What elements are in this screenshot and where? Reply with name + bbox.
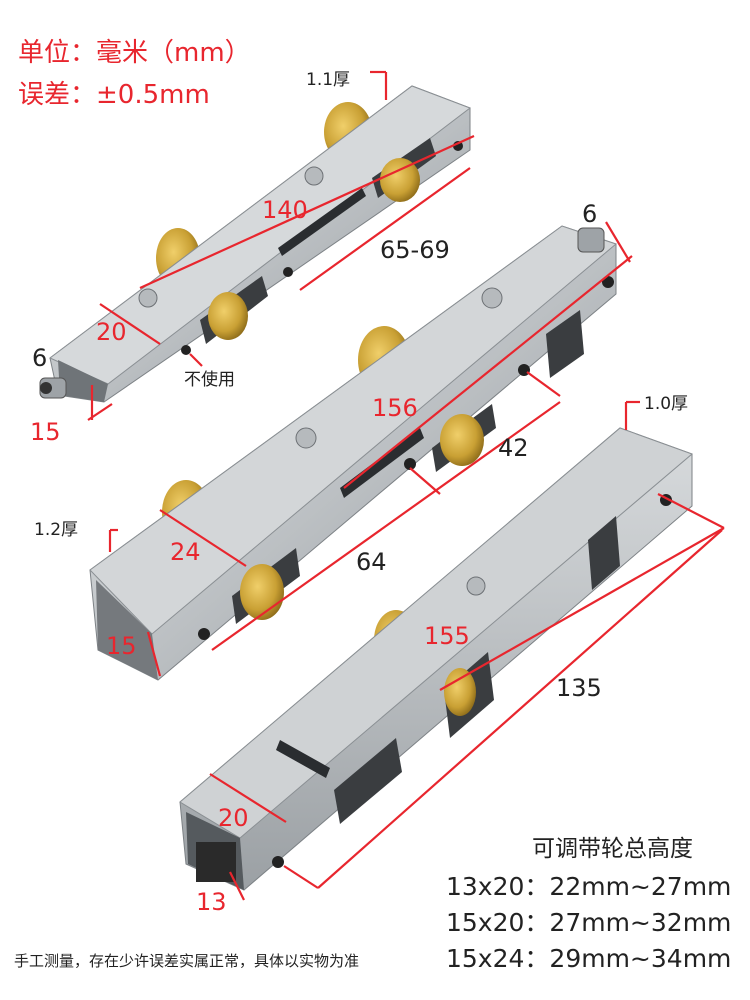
- r2-length-label: 156: [372, 394, 418, 422]
- brass-wheel: [208, 292, 248, 340]
- wheel-window: [334, 738, 402, 824]
- slot: [276, 740, 330, 778]
- r1-thickness-label: 1.1厚: [306, 70, 351, 90]
- r2-hole-spacing-label: 42: [498, 434, 529, 462]
- r2-axle-label: 6: [582, 200, 598, 228]
- r3-thickness-label: 1.0厚: [644, 394, 689, 414]
- r3-spacing-label: 135: [556, 674, 602, 702]
- brass-wheel: [444, 668, 476, 716]
- hole: [181, 345, 191, 355]
- r1-axle-label: 6: [32, 344, 48, 372]
- r2-thickness-label: 1.2厚: [34, 520, 79, 540]
- r1-hole-spacing-label: 65-69: [380, 236, 450, 264]
- r1-width-label: 20: [96, 318, 127, 346]
- brass-wheel: [440, 414, 484, 466]
- roller-3: [179, 427, 693, 891]
- r1-unused-label: 不使用: [184, 370, 235, 390]
- axle-end: [40, 382, 52, 394]
- tolerance-label: 误差：±0.5mm: [18, 80, 210, 110]
- rivet: [466, 576, 486, 596]
- r1-length-label: 140: [262, 196, 308, 224]
- footer-note: 手工测量，存在少许误差实属正常，具体以实物为准: [14, 952, 360, 970]
- brass-wheel: [240, 564, 284, 620]
- r3-height-label: 13: [196, 888, 227, 916]
- r2-height-label: 15: [106, 632, 137, 660]
- hole: [198, 628, 210, 640]
- rivet: [295, 427, 317, 449]
- roller-top-face: [179, 427, 693, 839]
- hole: [272, 856, 284, 868]
- roller-end: [58, 360, 108, 402]
- rivet: [138, 288, 158, 308]
- rivet: [304, 166, 324, 186]
- hole: [404, 458, 416, 470]
- slot: [278, 188, 366, 256]
- unit-label: 单位：毫米（mm）: [18, 38, 251, 68]
- roller-end: [96, 580, 158, 680]
- rivet: [481, 287, 503, 309]
- r3-length-label: 155: [424, 622, 470, 650]
- hole: [283, 267, 293, 277]
- spec-row-13x20: 13x20：22mm~27mm: [446, 872, 732, 901]
- end-cap: [196, 842, 236, 882]
- slot: [340, 428, 424, 498]
- roller-2: [89, 225, 618, 681]
- wheel-window: [588, 516, 620, 590]
- r3-width-label: 20: [218, 804, 249, 832]
- r2-width-label: 24: [170, 538, 201, 566]
- r2-spacing-label: 64: [356, 548, 387, 576]
- spec-row-15x20: 15x20：27mm~32mm: [446, 908, 732, 937]
- dimension-lines: [87, 70, 725, 901]
- brass-wheel: [380, 158, 420, 202]
- spec-row-15x24: 15x24：29mm~34mm: [446, 944, 732, 973]
- roller-top-face: [89, 225, 618, 635]
- spec-title: 可调带轮总高度: [532, 836, 693, 862]
- r1-height-label: 15: [30, 418, 61, 446]
- wheel-window: [546, 310, 584, 378]
- axle: [577, 227, 605, 253]
